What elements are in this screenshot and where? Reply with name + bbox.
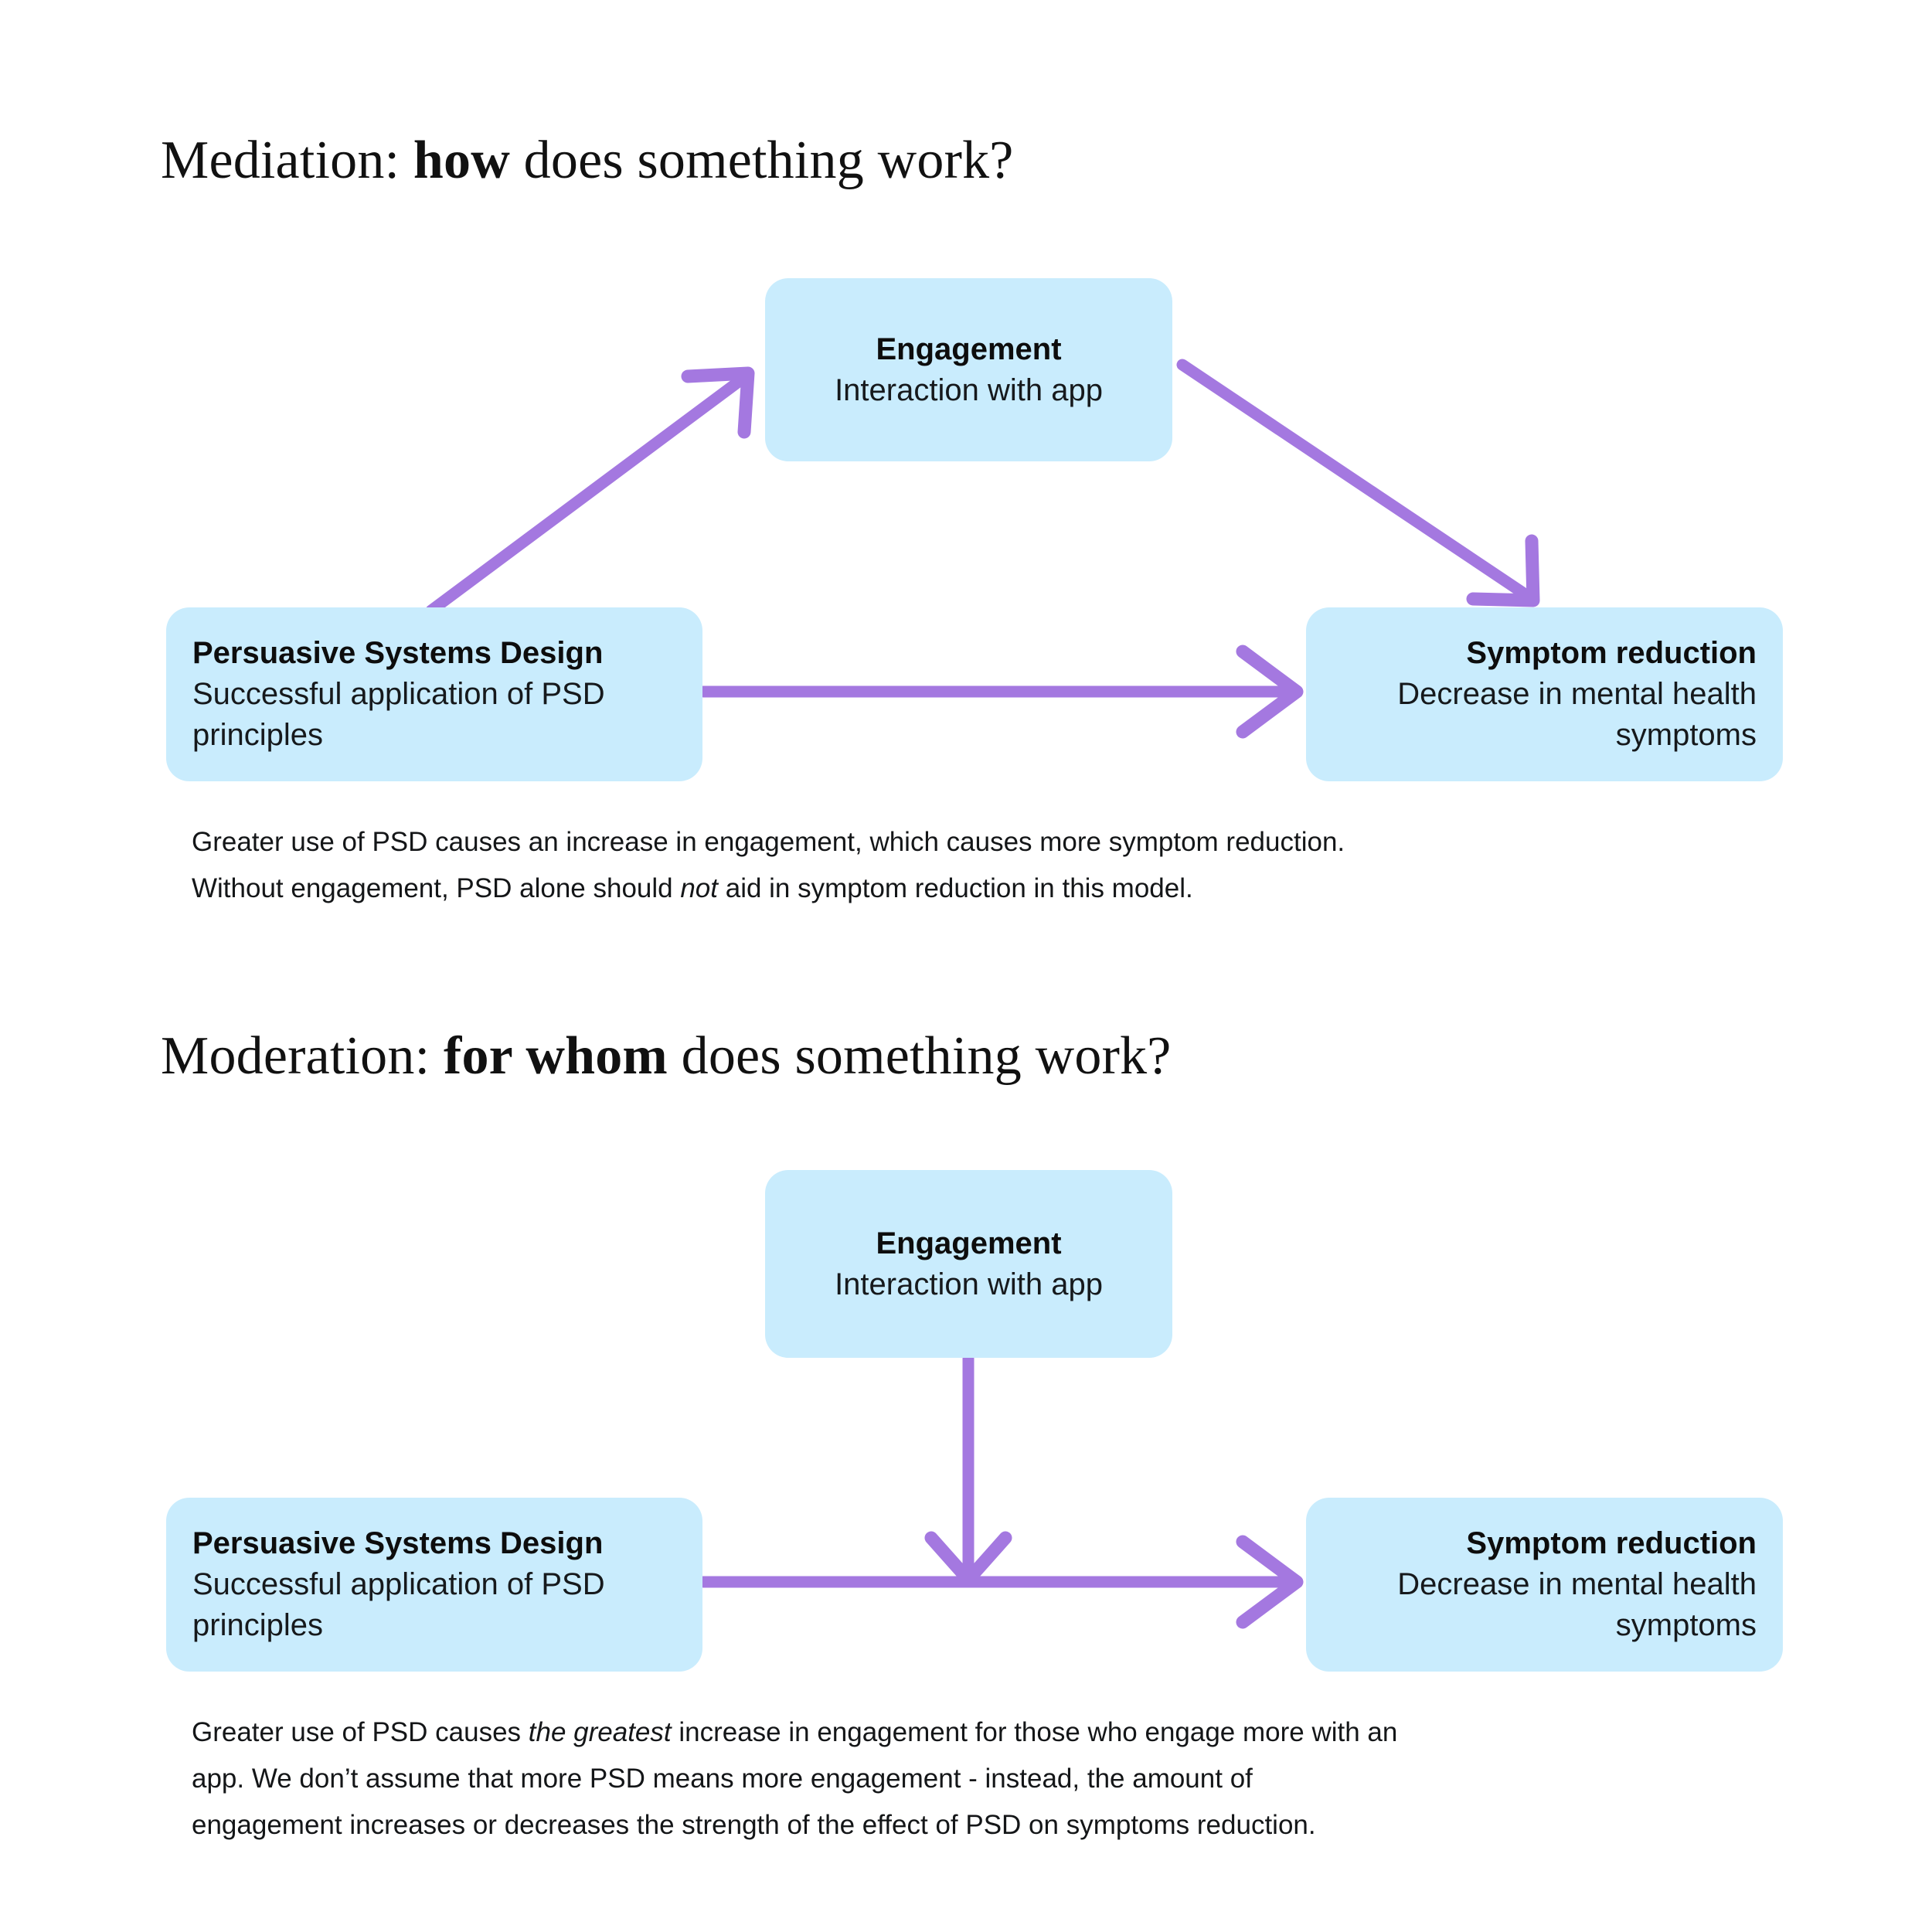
node-description: Interaction with app [835, 372, 1103, 407]
arrow-psd-to-symptom-mediation [697, 645, 1304, 739]
arrow-engagement-to-symptom [1176, 359, 1540, 607]
mediation-node-symptom[interactable]: Symptom reduction Decrease in mental hea… [1306, 607, 1783, 781]
mediation-title-rest: does something work? [509, 131, 1014, 190]
node-title: Engagement [876, 1226, 1062, 1260]
node-description: Successful application of PSD principles [192, 1567, 605, 1642]
moderation-node-symptom[interactable]: Symptom reduction Decrease in mental hea… [1306, 1498, 1783, 1672]
moderation-caption-line-2: app. We don’t assume that more PSD means… [192, 1764, 1253, 1794]
caption-emphasis: not [680, 873, 718, 903]
arrow-psd-to-symptom-moderation [697, 1535, 1304, 1629]
node-title: Engagement [876, 332, 1062, 366]
mediation-node-engagement[interactable]: Engagement Interaction with app [765, 278, 1172, 461]
node-title: Symptom reduction [1466, 636, 1757, 671]
caption-text-b: increase in engagement for those who eng… [671, 1717, 1398, 1747]
node-description: Decrease in mental health symptoms [1397, 1567, 1757, 1642]
node-title: Persuasive Systems Design [192, 1526, 604, 1561]
caption-text-a: Without engagement, PSD alone should [192, 873, 681, 903]
moderation-node-engagement[interactable]: Engagement Interaction with app [765, 1170, 1172, 1358]
mediation-title-plain: Mediation: [161, 131, 413, 190]
mediation-caption: Greater use of PSD causes an increase in… [192, 819, 1784, 912]
node-description: Decrease in mental health symptoms [1397, 677, 1757, 752]
mediation-node-psd[interactable]: Persuasive Systems Design Successful app… [166, 607, 702, 781]
moderation-caption-line-1: Greater use of PSD causes the greatest i… [192, 1709, 1815, 1756]
moderation-caption: Greater use of PSD causes the greatest i… [192, 1709, 1815, 1849]
node-title: Symptom reduction [1466, 1526, 1757, 1561]
arrow-engagement-moderator [924, 1352, 1012, 1587]
moderation-node-psd[interactable]: Persuasive Systems Design Successful app… [166, 1498, 702, 1672]
arrow-psd-to-engagement [425, 366, 755, 617]
mediation-caption-line-2: Without engagement, PSD alone should not… [192, 866, 1784, 912]
mediation-title-emphasis: how [413, 131, 510, 190]
moderation-title-rest: does something work? [667, 1026, 1172, 1086]
node-description: Successful application of PSD principles [192, 677, 605, 752]
moderation-caption-line-3: engagement increases or decreases the st… [192, 1810, 1316, 1840]
node-title: Persuasive Systems Design [192, 636, 604, 671]
moderation-section-title: Moderation: for whom does something work… [161, 1026, 1172, 1087]
caption-text-a: Greater use of PSD causes [192, 1717, 529, 1747]
mediation-section-title: Mediation: how does something work? [161, 130, 1014, 192]
node-description: Interaction with app [835, 1267, 1103, 1301]
moderation-title-plain: Moderation: [161, 1026, 444, 1086]
caption-emphasis: the greatest [528, 1717, 672, 1747]
moderation-title-emphasis: for whom [443, 1026, 668, 1086]
mediation-caption-line-1: Greater use of PSD causes an increase in… [192, 827, 1345, 857]
caption-text-b: aid in symptom reduction in this model. [718, 873, 1193, 903]
